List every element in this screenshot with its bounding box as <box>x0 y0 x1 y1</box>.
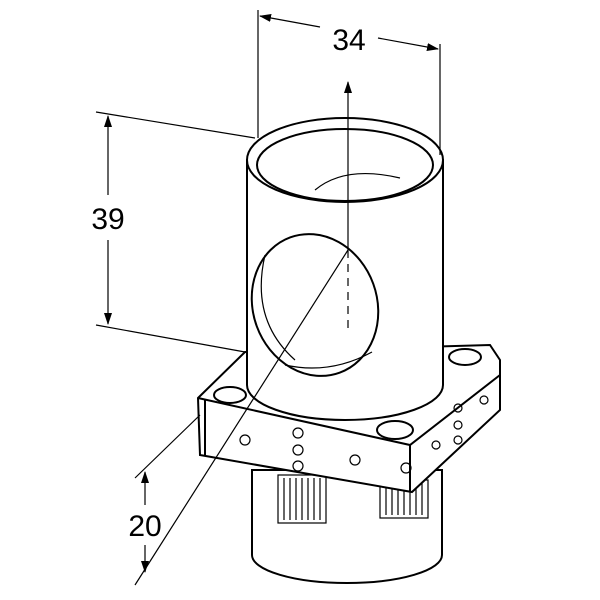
lower-cylinder <box>251 469 443 584</box>
leader-line <box>134 249 349 586</box>
inner-bore-edge <box>314 173 401 191</box>
mount-hole <box>376 420 414 440</box>
cross-hole <box>250 233 380 377</box>
dimension-label-base-height: 20 <box>128 510 161 543</box>
dimension-base-height: 20 <box>128 414 201 573</box>
side-holes <box>239 395 489 474</box>
dimension-label-height: 39 <box>91 203 124 236</box>
dimension-label-width: 34 <box>332 24 365 57</box>
dimension-height: 39 <box>91 111 256 353</box>
knurled-pin-left <box>277 474 327 524</box>
main-cylinder <box>246 117 444 421</box>
mount-hole <box>213 386 247 404</box>
dimension-width: 34 <box>257 10 441 155</box>
mount-hole <box>448 348 482 366</box>
